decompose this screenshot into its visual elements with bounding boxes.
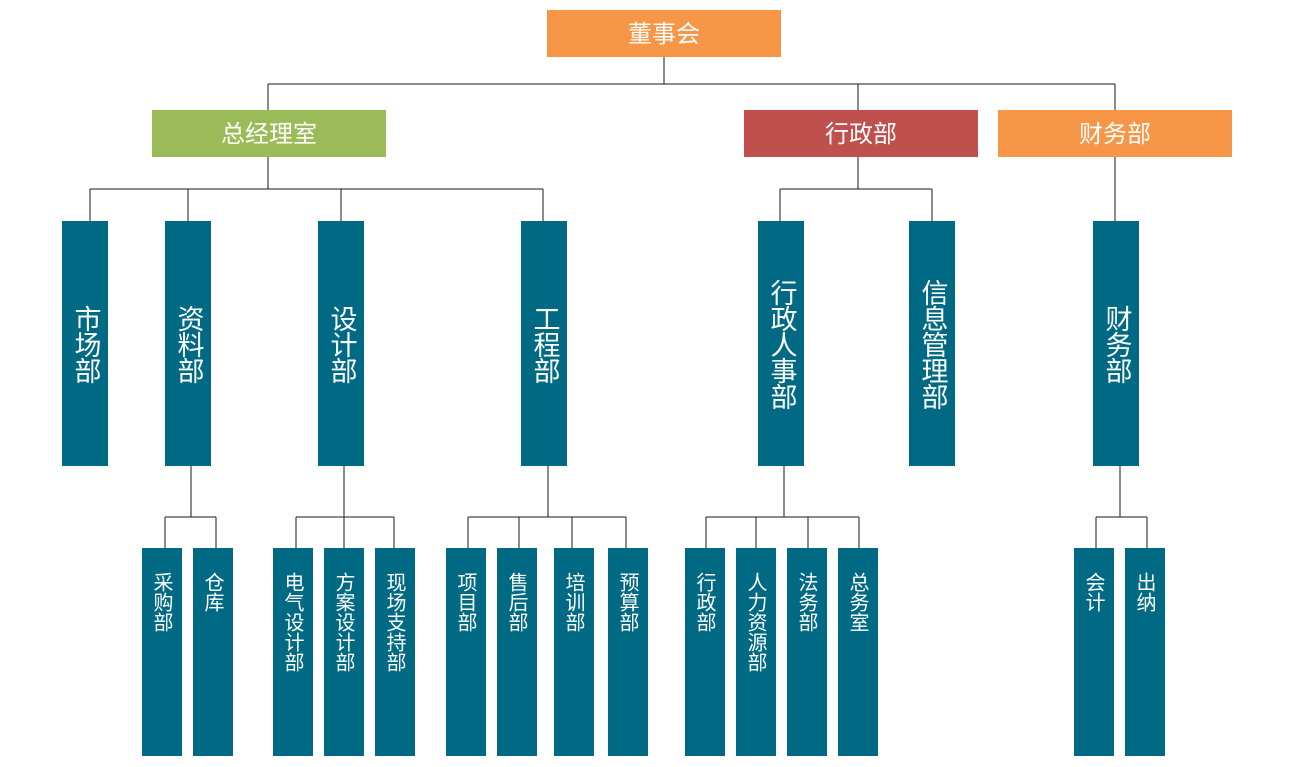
- project-node: 项目部: [446, 548, 486, 756]
- design-dept-node: 设计部: [318, 221, 364, 466]
- admin-hr-dept-label: 行政人事部: [765, 278, 797, 409]
- accounting-label: 会计: [1082, 572, 1106, 612]
- onsite-support-node: 现场支持部: [375, 548, 415, 756]
- hr-label: 人力资源部: [744, 572, 768, 672]
- warehouse-label: 仓库: [201, 572, 225, 612]
- hr-node: 人力资源部: [736, 548, 776, 756]
- electrical-design-node: 电气设计部: [273, 548, 313, 756]
- legal-label: 法务部: [795, 572, 819, 632]
- engineering-dept-node: 工程部: [521, 221, 567, 466]
- aftersales-label: 售后部: [505, 572, 529, 632]
- purchase-node: 采购部: [142, 548, 182, 756]
- admin-label: 行政部: [825, 119, 897, 148]
- cashier-label: 出纳: [1133, 572, 1157, 612]
- onsite-support-label: 现场支持部: [383, 572, 407, 672]
- cashier-node: 出纳: [1125, 548, 1165, 756]
- board-node: 董事会: [547, 10, 781, 57]
- market-dept-label: 市场部: [69, 304, 101, 383]
- gm-office-node: 总经理室: [152, 110, 386, 157]
- material-dept-label: 资料部: [172, 304, 204, 383]
- admin-node: 行政部: [744, 110, 978, 157]
- project-label: 项目部: [454, 572, 478, 632]
- administration-node: 行政部: [685, 548, 725, 756]
- finance-label: 财务部: [1079, 119, 1151, 148]
- material-dept-node: 资料部: [165, 221, 211, 466]
- training-node: 培训部: [554, 548, 594, 756]
- finance-dept-node: 财务部: [1093, 221, 1139, 466]
- finance-node: 财务部: [998, 110, 1232, 157]
- engineering-dept-label: 工程部: [528, 304, 560, 383]
- info-mgmt-dept-node: 信息管理部: [909, 221, 955, 466]
- administration-label: 行政部: [693, 572, 717, 632]
- electrical-design-label: 电气设计部: [281, 572, 305, 672]
- admin-hr-dept-node: 行政人事部: [758, 221, 804, 466]
- market-dept-node: 市场部: [62, 221, 108, 466]
- accounting-node: 会计: [1074, 548, 1114, 756]
- budget-label: 预算部: [616, 572, 640, 632]
- purchase-label: 采购部: [150, 572, 174, 632]
- design-dept-label: 设计部: [325, 304, 357, 383]
- training-label: 培训部: [562, 572, 586, 632]
- scheme-design-label: 方案设计部: [332, 572, 356, 672]
- general-affairs-node: 总务室: [838, 548, 878, 756]
- warehouse-node: 仓库: [193, 548, 233, 756]
- gm-office-label: 总经理室: [221, 119, 317, 148]
- aftersales-node: 售后部: [497, 548, 537, 756]
- finance-dept-label: 财务部: [1100, 304, 1132, 383]
- board-label: 董事会: [628, 19, 700, 48]
- legal-node: 法务部: [787, 548, 827, 756]
- scheme-design-node: 方案设计部: [324, 548, 364, 756]
- general-affairs-label: 总务室: [846, 572, 870, 632]
- budget-node: 预算部: [608, 548, 648, 756]
- info-mgmt-dept-label: 信息管理部: [916, 278, 948, 409]
